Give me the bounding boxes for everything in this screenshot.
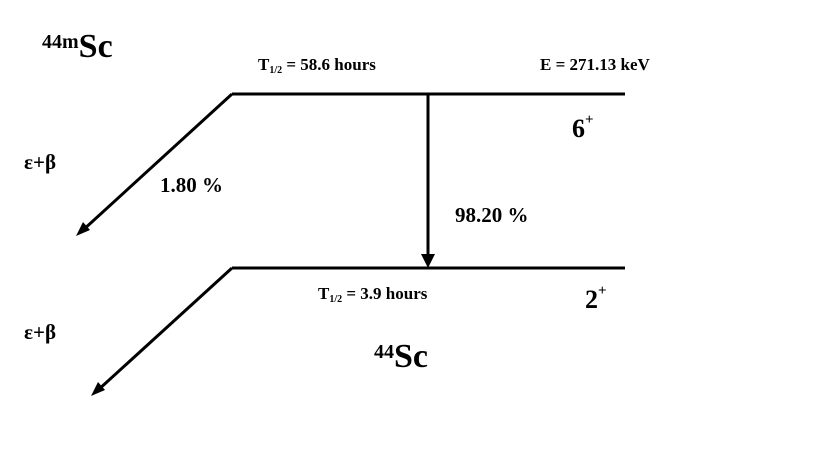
daughter-half-life-symbol: T (318, 284, 330, 303)
daughter-half-life-value: = 3.9 hours (342, 284, 428, 303)
daughter-parity: + (598, 283, 607, 299)
parent-energy: E = 271.13 keV (540, 55, 650, 74)
parent-half-life: T1/2 = 58.6 hours (258, 56, 376, 76)
daughter-decay-arrow (95, 266, 234, 393)
daughter-decay-mode: ε+β (24, 320, 57, 344)
daughter-spin: 2 (585, 285, 598, 314)
daughter-element-symbol: Sc (394, 338, 428, 375)
isomeric-transition-arrowhead (421, 254, 435, 268)
parent-half-life-value: = 58.6 hours (282, 55, 376, 74)
parent-element-symbol: Sc (78, 28, 113, 65)
parent-spin: 6 (572, 114, 585, 143)
daughter-spin-parity: 2+ (585, 284, 607, 314)
parent-half-life-subscript: 1/2 (269, 65, 283, 76)
parent-nuclide-label: 44mSc (42, 30, 113, 64)
parent-decay-mode: ε+β (24, 150, 57, 174)
daughter-half-life: T1/2 = 3.9 hours (318, 285, 427, 305)
daughter-half-life-subscript: 1/2 (329, 294, 343, 305)
parent-spin-parity: 6+ (572, 113, 594, 143)
parent-decay-arrow (80, 92, 234, 233)
parent-mass-number: 44m (42, 31, 79, 53)
parent-half-life-symbol: T (258, 55, 270, 74)
daughter-nuclide-label: 44Sc (374, 340, 428, 374)
daughter-mass-number: 44 (374, 341, 394, 363)
daughter-decay-arrowhead (91, 382, 105, 396)
parent-decay-arrowhead (76, 222, 90, 236)
parent-parity: + (585, 112, 594, 128)
parent-decay-percent: 1.80 % (160, 173, 223, 197)
isomeric-transition-percent: 98.20 % (455, 203, 529, 227)
